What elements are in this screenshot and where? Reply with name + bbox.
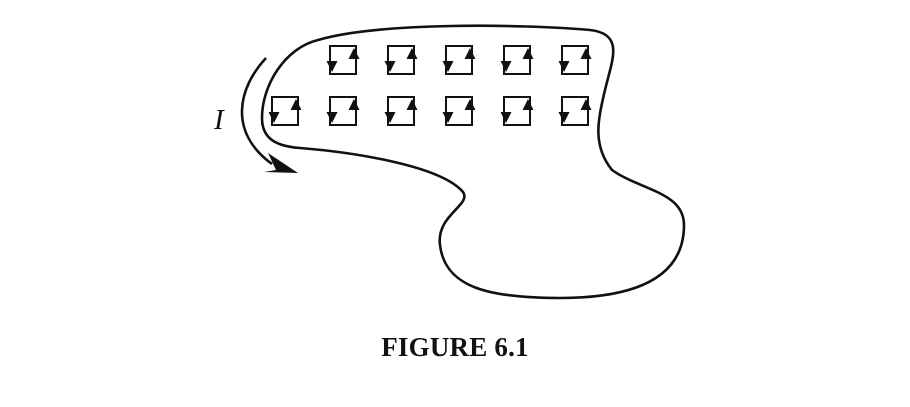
loop-arrow-down-icon bbox=[442, 61, 454, 72]
current-loop-square bbox=[387, 45, 415, 75]
current-loop-square bbox=[271, 96, 299, 126]
current-loop bbox=[442, 45, 476, 75]
loop-arrow-up-icon bbox=[580, 99, 592, 110]
current-loop bbox=[442, 96, 476, 126]
object-outline bbox=[260, 24, 686, 300]
loop-arrow-down-icon bbox=[442, 112, 454, 123]
current-loop bbox=[500, 45, 534, 75]
loop-arrow-up-icon bbox=[348, 48, 360, 59]
loop-arrow-up-icon bbox=[580, 48, 592, 59]
loop-arrow-up-icon bbox=[522, 99, 534, 110]
current-arrowhead bbox=[264, 153, 298, 173]
current-loop bbox=[558, 96, 592, 126]
loop-arrow-up-icon bbox=[464, 99, 476, 110]
loop-arrow-up-icon bbox=[348, 99, 360, 110]
loop-arrow-down-icon bbox=[268, 112, 280, 123]
loop-arrow-up-icon bbox=[406, 99, 418, 110]
loop-arrow-up-icon bbox=[522, 48, 534, 59]
loop-arrow-down-icon bbox=[558, 112, 570, 123]
current-loop bbox=[384, 96, 418, 126]
loop-arrow-down-icon bbox=[384, 112, 396, 123]
current-loop bbox=[326, 45, 360, 75]
current-arrow-curve bbox=[240, 57, 273, 166]
figure-caption: FIGURE 6.1 bbox=[381, 332, 529, 362]
current-loop-square bbox=[329, 45, 357, 75]
current-loop bbox=[268, 96, 302, 126]
loop-arrow-up-icon bbox=[464, 48, 476, 59]
current-loop bbox=[500, 96, 534, 126]
current-loop-square bbox=[503, 96, 531, 126]
loop-arrow-up-icon bbox=[290, 99, 302, 110]
loop-arrow-down-icon bbox=[500, 112, 512, 123]
loop-arrow-down-icon bbox=[500, 61, 512, 72]
loop-arrow-down-icon bbox=[326, 112, 338, 123]
current-loop-square bbox=[503, 45, 531, 75]
current-loop-square bbox=[561, 45, 589, 75]
current-loop-square bbox=[387, 96, 415, 126]
loop-arrow-up-icon bbox=[406, 48, 418, 59]
current-loop-square bbox=[445, 96, 473, 126]
loop-arrow-down-icon bbox=[326, 61, 338, 72]
current-loop-square bbox=[561, 96, 589, 126]
current-loop-square bbox=[445, 45, 473, 75]
loop-arrow-down-icon bbox=[384, 61, 396, 72]
current-loops bbox=[268, 45, 592, 126]
current-loop bbox=[384, 45, 418, 75]
current-loop-square bbox=[329, 96, 357, 126]
current-label-I: I bbox=[214, 104, 224, 136]
loop-arrow-down-icon bbox=[558, 61, 570, 72]
current-loop bbox=[558, 45, 592, 75]
current-loop bbox=[326, 96, 360, 126]
